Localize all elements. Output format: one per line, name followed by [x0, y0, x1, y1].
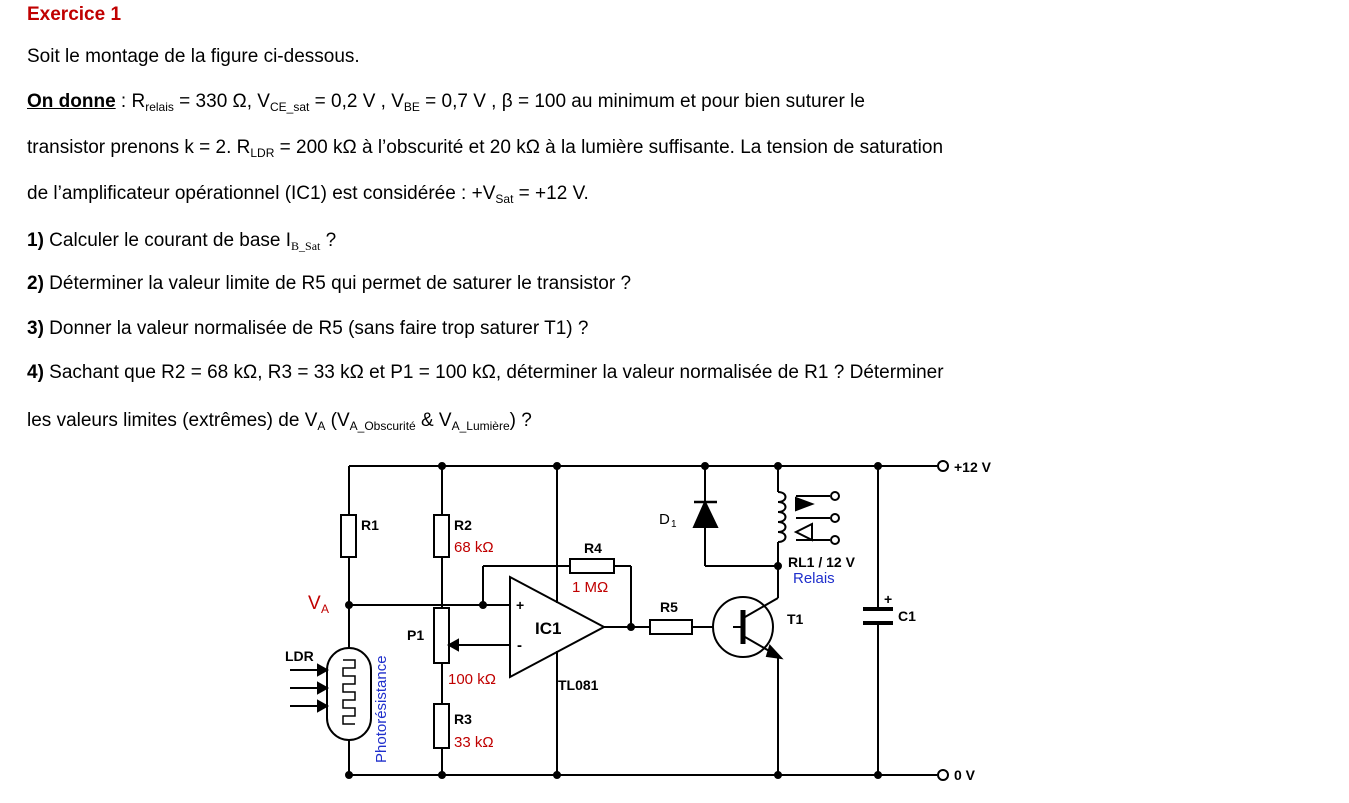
question-number: 1) [27, 230, 44, 251]
label-ic1: IC1 [535, 619, 561, 638]
subscript: relais [145, 100, 174, 114]
intro-text: Soit le montage de la figure ci-dessous. [27, 46, 360, 67]
label-r3: R3 [454, 711, 472, 727]
question-text: (V [325, 410, 350, 431]
terminal-12v [937, 460, 949, 472]
question-text: Déterminer la valeur limite de R5 qui pe… [43, 273, 632, 294]
subscript: B_Sat [291, 239, 321, 253]
label-0v: 0 V [954, 767, 976, 783]
given-text: = 0,2 V , V [309, 91, 404, 112]
question-1: 1) Calculer le courant de base IB_Sat ? [27, 230, 336, 252]
label-r2: R2 [454, 517, 472, 533]
question-text: ? [320, 230, 337, 251]
exercise-title: Exercice 1 [27, 4, 122, 25]
given-text: = 330 Ω, V [173, 91, 270, 112]
light-arrows [290, 663, 330, 713]
label-ldr: LDR [285, 648, 314, 664]
given-text: = 200 kΩ à l’obscurité et 20 kΩ à la lum… [274, 137, 944, 158]
resistor-r2 [433, 514, 450, 558]
subscript: A_Lumière [451, 419, 510, 433]
resistor-r3 [433, 703, 450, 749]
given-text: : R [115, 91, 146, 112]
question-text: les valeurs limites (extrêmes) de V [27, 410, 318, 431]
given-label: On donne [27, 91, 116, 112]
question-text: Sachant que R2 = 68 kΩ, R3 = 33 kΩ et P1… [43, 362, 944, 383]
label-rl1: RL1 / 12 V [788, 554, 856, 570]
question-text: Calculer le courant de base I [43, 230, 292, 251]
subscript: CE_sat [269, 100, 310, 114]
given-text: de l’amplificateur opérationnel (IC1) es… [27, 183, 496, 204]
question-number: 4) [27, 362, 44, 383]
potentiometer-p1 [433, 607, 450, 664]
given-text: transistor prenons k = 2. R [27, 137, 251, 158]
subscript: A_Obscurité [349, 419, 416, 433]
question-4: 4) Sachant que R2 = 68 kΩ, R3 = 33 kΩ et… [27, 362, 944, 384]
label-va: V [308, 593, 321, 614]
label-relais: Relais [793, 570, 835, 587]
question-4-continued: les valeurs limites (extrêmes) de VA (VA… [27, 410, 532, 432]
resistor-r4 [569, 558, 615, 574]
ldr-symbol [326, 647, 372, 741]
subscript: BE [403, 100, 420, 114]
given-text: = 0,7 V , β = 100 au minimum et pour bie… [419, 91, 865, 112]
label-r4-value: 1 MΩ [572, 579, 608, 596]
diode-d1 [692, 499, 719, 528]
label-r3-value: 33 kΩ [454, 734, 494, 751]
label-c1: C1 [898, 608, 916, 624]
question-number: 2) [27, 273, 44, 294]
question-text: ) ? [509, 410, 532, 431]
label-c1-plus: + [884, 591, 892, 607]
label-va-sub: A [321, 602, 329, 616]
subscript: A [317, 419, 326, 433]
question-number: 3) [27, 318, 44, 339]
question-text: & V [415, 410, 452, 431]
relay-coil [777, 491, 787, 543]
given-text: = +12 V. [513, 183, 589, 204]
given-line-2: transistor prenons k = 2. RLDR = 200 kΩ … [27, 137, 943, 159]
question-3: 3) Donner la valeur normalisée de R5 (sa… [27, 318, 588, 340]
label-tl081: TL081 [558, 677, 599, 693]
label-d1-sub: 1 [671, 519, 677, 530]
label-r2-value: 68 kΩ [454, 539, 494, 556]
label-12v: +12 V [954, 459, 992, 475]
label-t1: T1 [787, 611, 804, 627]
terminal-0v [937, 769, 949, 781]
given-line-3: de l’amplificateur opérationnel (IC1) es… [27, 183, 589, 205]
resistor-r5 [649, 619, 693, 635]
subscript: LDR [250, 146, 275, 160]
label-minus-input: - [517, 637, 522, 654]
label-r4: R4 [584, 540, 602, 556]
label-r5: R5 [660, 599, 678, 615]
relay-contacts [793, 491, 840, 545]
label-r1: R1 [361, 517, 379, 533]
label-p1-value: 100 kΩ [448, 671, 496, 688]
label-photoresistance: Photorésistance [373, 655, 390, 763]
given-line-1: On donne : Rrelais = 330 Ω, VCE_sat = 0,… [27, 91, 865, 113]
label-d1: D [659, 511, 670, 528]
resistor-r1 [340, 514, 357, 558]
question-2: 2) Déterminer la valeur limite de R5 qui… [27, 273, 631, 295]
label-p1: P1 [407, 627, 424, 643]
question-text: Donner la valeur normalisée de R5 (sans … [43, 318, 589, 339]
subscript: Sat [495, 192, 514, 206]
label-plus-input: + [516, 597, 524, 613]
